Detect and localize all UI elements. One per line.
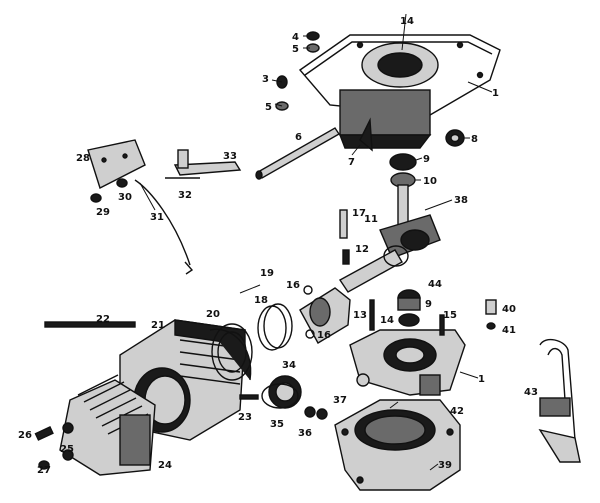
callout-23: 23 bbox=[238, 412, 252, 423]
callout-32: 32 bbox=[178, 190, 192, 201]
callout-11: 11 bbox=[364, 214, 378, 225]
piston-part bbox=[257, 285, 351, 351]
callout-37: 37 bbox=[333, 395, 347, 406]
callout-3: 3 bbox=[262, 74, 269, 85]
callout-14-top: 14 bbox=[400, 16, 414, 27]
callout-28: 28 bbox=[76, 153, 90, 164]
callout-44: 44 bbox=[428, 279, 442, 290]
callout-39: 39 bbox=[438, 460, 452, 471]
callout-24: 24 bbox=[158, 460, 172, 471]
callout-6: 6 bbox=[295, 132, 302, 143]
gasket-part bbox=[211, 323, 253, 381]
callout-8: 8 bbox=[471, 134, 478, 145]
callout-5-top: 5 bbox=[292, 44, 299, 55]
crankcase-part bbox=[349, 329, 466, 396]
upper-bearing-part bbox=[389, 153, 417, 188]
callout-29: 29 bbox=[96, 207, 110, 218]
base-plate-part bbox=[334, 399, 461, 491]
seal-part bbox=[445, 129, 465, 147]
callout-19: 19 bbox=[260, 268, 274, 279]
callout-10: 10 bbox=[423, 176, 437, 187]
callout-38: 38 bbox=[454, 195, 468, 206]
handle-part bbox=[538, 338, 581, 463]
callout-41: 41 bbox=[502, 325, 516, 336]
small-screws-part bbox=[239, 394, 328, 420]
callout-1-top: 1 bbox=[492, 88, 499, 99]
lower-bearing-part bbox=[369, 289, 445, 336]
callout-27: 27 bbox=[37, 465, 51, 476]
cylinder-head-part bbox=[59, 374, 156, 476]
bracket-part bbox=[87, 139, 146, 203]
callout-1-bottom: 1 bbox=[478, 374, 485, 385]
callout-9-top: 9 bbox=[423, 154, 430, 165]
callout-12: 12 bbox=[355, 244, 369, 255]
callout-labels: 1 1 3 4 5 5 6 7 8 9 9 10 11 12 13 14 14 … bbox=[18, 16, 538, 476]
callout-13: 13 bbox=[353, 310, 367, 321]
callout-17: 17 bbox=[352, 208, 366, 219]
callout-22: 22 bbox=[96, 314, 110, 325]
stud-part bbox=[44, 321, 136, 328]
callout-42: 42 bbox=[450, 406, 464, 417]
bolt-washer-part bbox=[485, 299, 497, 330]
leader-lines bbox=[139, 13, 493, 471]
callout-5-bottom: 5 bbox=[265, 102, 272, 113]
callout-36: 36 bbox=[298, 428, 312, 439]
callout-25: 25 bbox=[60, 444, 74, 455]
callout-4: 4 bbox=[292, 32, 299, 43]
callout-40: 40 bbox=[502, 304, 516, 315]
callout-43: 43 bbox=[524, 387, 538, 398]
connecting-rod-part bbox=[338, 209, 409, 293]
callout-15: 15 bbox=[443, 310, 457, 321]
reed-valve-part bbox=[261, 375, 302, 409]
callout-33: 33 bbox=[223, 151, 237, 162]
callout-16-bottom: 16 bbox=[317, 330, 331, 341]
callout-16-top: 16 bbox=[286, 280, 300, 291]
mounting-plate-part bbox=[298, 34, 501, 152]
callout-26: 26 bbox=[18, 430, 32, 441]
shaft-part bbox=[255, 127, 340, 180]
callout-21: 21 bbox=[151, 320, 165, 331]
callout-20: 20 bbox=[206, 309, 220, 320]
callout-35: 35 bbox=[270, 419, 284, 430]
callout-9-bottom: 9 bbox=[425, 299, 432, 310]
callout-34: 34 bbox=[282, 360, 296, 371]
crankshaft-part bbox=[379, 184, 441, 259]
callout-7: 7 bbox=[348, 157, 355, 168]
callout-18: 18 bbox=[254, 295, 268, 306]
callout-14-bottom: 14 bbox=[380, 315, 394, 326]
callout-31: 31 bbox=[150, 212, 164, 223]
plate-bolts-part bbox=[275, 31, 320, 111]
callout-30: 30 bbox=[118, 192, 132, 203]
spark-plug-part bbox=[34, 425, 54, 470]
